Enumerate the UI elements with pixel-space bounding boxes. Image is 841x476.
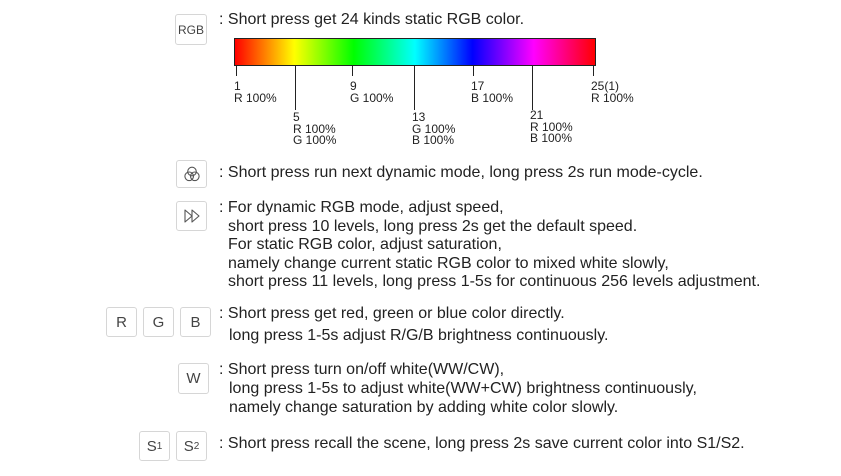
white-line-3: namely change saturation by adding white… [229,399,619,416]
speed-line-5: short press 11 levels, long press 1-5s f… [228,273,761,290]
marker-value: R 100% [591,90,634,105]
speed-line-4: namely change current static RGB color t… [228,254,669,272]
marker-tick [532,66,533,110]
rgb-key-icon: RGB [175,14,207,45]
color-gradient-bar [234,38,596,66]
scene-description: : Short press recall the scene, long pre… [219,435,745,452]
white-key-label: W [186,370,201,387]
marker-value: B 100% [471,90,514,105]
fast-forward-icon [183,209,200,223]
scene-2-key-main: S [183,437,194,455]
marker-number: 9 [350,79,357,93]
marker-tick [295,66,296,110]
marker-tick [414,66,415,110]
speed-line-2: short press 10 levels, long press 2s get… [228,217,638,235]
white-line-1: : Short press turn on/off white(WW/CW), [219,361,505,378]
green-key-label: G [152,313,165,331]
rgb-description: : Short press get 24 kinds static RGB co… [219,11,525,28]
speed-line-3: For static RGB color, adjust saturation, [228,236,502,253]
marker-number: 25(1) [591,79,620,93]
marker-value: B 100% [412,133,455,147]
marker-number: 5 [293,110,300,124]
white-key: W [178,363,209,394]
marker-value: R 100% [234,90,277,105]
marker-number: 1 [234,79,241,93]
rgb-keys-line-2: long press 1-5s adjust R/G/B brightness … [229,327,609,344]
marker-tick [236,66,237,76]
marker-value: G 100% [293,133,337,147]
marker-tick [473,66,474,76]
speed-line-1: : For dynamic RGB mode, adjust speed, [219,199,504,216]
blue-key-label: B [190,313,201,331]
marker-value: B 100% [530,131,573,145]
rgb-keys-line-1: : Short press get red, green or blue col… [219,305,565,322]
green-key: G [143,307,174,337]
marker-value: G 100% [412,121,456,136]
red-key-label: R [116,313,127,331]
rgb-key-label: RGB [177,22,204,37]
blue-key: B [180,307,211,337]
mode-description: : Short press run next dynamic mode, lon… [219,164,703,181]
marker-tick [593,66,594,76]
white-line-2: long press 1-5s to adjust white(WW+CW) b… [229,380,697,397]
marker-number: 21 [530,108,544,122]
speed-key [176,201,207,231]
scene-1-key-main: S [146,437,157,455]
marker-tick [352,66,353,76]
marker-value: G 100% [350,90,394,105]
mode-key [176,160,207,188]
scene-1-key-sub: 1 [156,440,163,452]
marker-value: R 100% [293,121,336,136]
red-key: R [106,307,137,337]
scene-2-key-sub: 2 [193,440,200,452]
color-circles-icon [183,166,200,182]
marker-value: R 100% [530,119,573,134]
marker-number: 13 [412,110,426,124]
marker-number: 17 [471,79,485,93]
